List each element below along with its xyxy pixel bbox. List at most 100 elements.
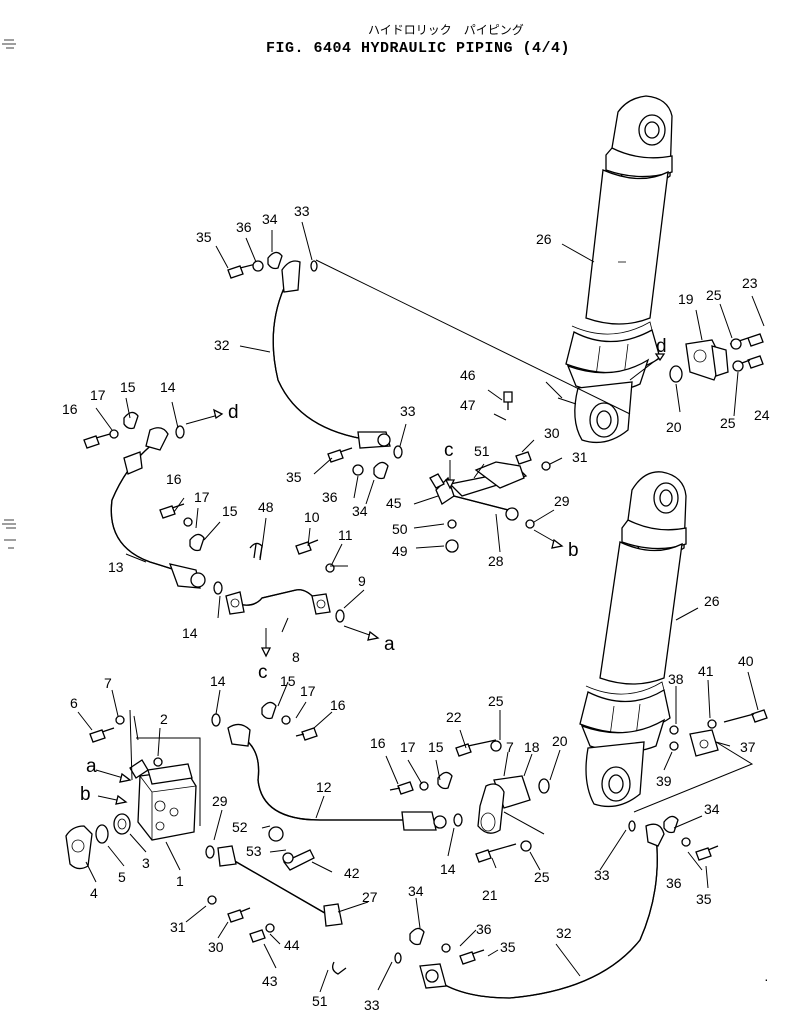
callout-26: 26 (704, 593, 720, 609)
leader-lines (77, 221, 765, 993)
figure-title: ハイドロリック パイピング FIG. 6404 HYDRAULIC PIPING… (266, 23, 570, 57)
block-19 (685, 339, 729, 381)
callout-34: 34 (408, 883, 424, 899)
upper-hydraulic-cylinder (565, 95, 673, 444)
callout-31: 31 (170, 919, 186, 935)
callout-10: 10 (304, 509, 320, 525)
callout-36: 36 (322, 489, 338, 505)
hose-12 (227, 723, 447, 831)
elbow-fitting-7-18 (477, 775, 531, 834)
callout-52: 52 (232, 819, 248, 835)
callout-15: 15 (280, 673, 296, 689)
callout-5: 5 (118, 869, 126, 885)
callout-1: 1 (176, 873, 184, 889)
callout-50: 50 (392, 521, 408, 537)
callout-35: 35 (196, 229, 212, 245)
callout-32: 32 (214, 337, 230, 353)
connection-letter-a: a (86, 756, 97, 777)
callout-8: 8 (292, 649, 300, 665)
callout-29: 29 (212, 793, 228, 809)
connection-letter-b: b (80, 784, 91, 805)
callout-25: 25 (706, 287, 722, 303)
callout-17: 17 (300, 683, 316, 699)
callout-46: 46 (460, 367, 476, 383)
callout-53: 53 (246, 843, 262, 859)
scan-dot: · (764, 971, 769, 987)
bracket-28 (435, 461, 528, 521)
callout-35: 35 (696, 891, 712, 907)
upper-hose-32 (272, 260, 391, 449)
callout-24: 24 (754, 407, 770, 423)
block-37 (689, 729, 719, 757)
callout-36: 36 (236, 219, 252, 235)
callout-37: 37 (740, 739, 756, 755)
callout-28: 28 (488, 553, 504, 569)
callout-40: 40 (738, 653, 754, 669)
connection-letter-c: c (444, 440, 454, 461)
callout-49: 49 (392, 543, 408, 559)
callout-36: 36 (666, 875, 682, 891)
callout-20: 20 (666, 419, 682, 435)
callout-31: 31 (572, 449, 588, 465)
callout-15: 15 (222, 503, 238, 519)
callout-14: 14 (210, 673, 226, 689)
connection-letter-b: b (568, 540, 579, 561)
callout-30: 30 (544, 425, 560, 441)
callout-44: 44 (284, 937, 300, 953)
callout-35: 35 (286, 469, 302, 485)
callout-33: 33 (594, 867, 610, 883)
callout-23: 23 (742, 275, 758, 291)
callout-45: 45 (386, 495, 402, 511)
callout-25: 25 (534, 869, 550, 885)
callout-15: 15 (120, 379, 136, 395)
callout-33: 33 (364, 997, 380, 1013)
callout-17: 17 (90, 387, 106, 403)
callout-25: 25 (488, 693, 504, 709)
callout-42: 42 (344, 865, 360, 881)
callout-17: 17 (194, 489, 210, 505)
pipe-8 (225, 589, 331, 615)
flange-4 (65, 825, 93, 870)
callout-21: 21 (482, 887, 498, 903)
callout-4: 4 (90, 885, 98, 901)
callout-34: 34 (352, 503, 368, 519)
callout-13: 13 (108, 559, 124, 575)
callout-51: 51 (312, 993, 328, 1009)
callout-47: 47 (460, 397, 476, 413)
callout-2: 2 (160, 711, 168, 727)
lower-hydraulic-cylinder (579, 471, 687, 808)
callout-33: 33 (294, 203, 310, 219)
callout-33: 33 (400, 403, 416, 419)
callout-29: 29 (554, 493, 570, 509)
callout-3: 3 (142, 855, 150, 871)
callout-9: 9 (358, 573, 366, 589)
callout-36: 36 (476, 921, 492, 937)
callout-labels: 35 36 34 33 32 26 23 19 25 24 25 20 46 4… (62, 203, 770, 1013)
scan-marks (2, 39, 16, 549)
callout-41: 41 (698, 663, 714, 679)
hose-13 (110, 427, 206, 589)
callout-17: 17 (400, 739, 416, 755)
callout-18: 18 (524, 739, 540, 755)
figure-title-main: FIG. 6404 HYDRAULIC PIPING (4/4) (266, 40, 570, 57)
callout-34: 34 (704, 801, 720, 817)
spacer-3 (113, 813, 131, 835)
valve-block-1 (137, 763, 197, 841)
callout-16: 16 (166, 471, 182, 487)
callout-39: 39 (656, 773, 672, 789)
connection-arrows (95, 353, 666, 805)
callout-16: 16 (370, 735, 386, 751)
callout-16: 16 (330, 697, 346, 713)
callout-27: 27 (362, 889, 378, 905)
connection-letter-c: c (258, 662, 268, 683)
callout-15: 15 (428, 739, 444, 755)
callout-35: 35 (500, 939, 516, 955)
callout-20: 20 (552, 733, 568, 749)
callout-30: 30 (208, 939, 224, 955)
callout-14: 14 (182, 625, 198, 641)
callout-19: 19 (678, 291, 694, 307)
callout-51: 51 (474, 443, 490, 459)
callout-7: 7 (104, 675, 112, 691)
callout-6: 6 (70, 695, 78, 711)
connection-letter-d: d (656, 336, 667, 357)
